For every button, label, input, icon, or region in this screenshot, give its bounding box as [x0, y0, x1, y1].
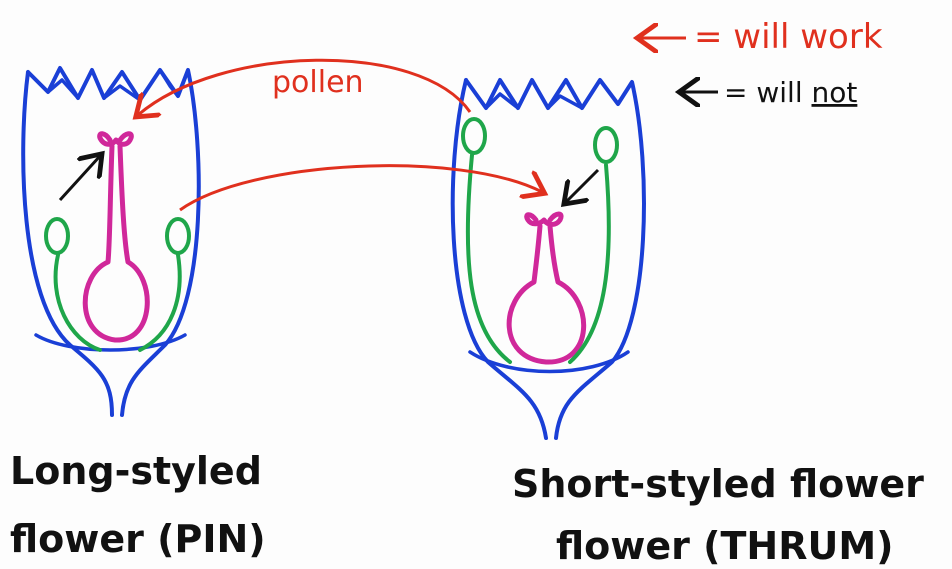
pin-style: [85, 134, 147, 340]
pin-caption-line1: Long-styled: [10, 452, 262, 490]
legend-will-not-prefix: = will: [724, 76, 812, 109]
legend-will-not-label: = will not: [724, 76, 857, 109]
thrum-stamen-left: [468, 155, 510, 362]
pin-black-arrow: [60, 156, 100, 200]
thrum-flower: [453, 80, 644, 438]
thrum-black-arrow: [566, 170, 598, 202]
pin-caption-line2: flower (PIN): [10, 520, 266, 558]
legend-will-not-emph: not: [812, 76, 858, 109]
thrum-caption-line1: Short-styled flower: [512, 465, 924, 503]
pollen-arrow-pin-to-thrum: [180, 166, 542, 210]
pin-anther-right: [167, 219, 189, 253]
pin-flower: [23, 68, 199, 415]
thrum-stamen-right: [570, 165, 609, 362]
thrum-style: [509, 214, 584, 362]
thrum-corolla-teeth: [486, 94, 582, 108]
legend: = will work = will not: [640, 17, 883, 109]
thrum-anther-right: [595, 128, 617, 162]
thrum-anther-left: [463, 119, 485, 153]
legend-will-work-label: = will work: [694, 17, 883, 57]
pin-anther-left: [46, 219, 68, 253]
thrum-caption-line2: flower (THRUM): [556, 527, 894, 565]
pollen-label: pollen: [272, 65, 364, 100]
